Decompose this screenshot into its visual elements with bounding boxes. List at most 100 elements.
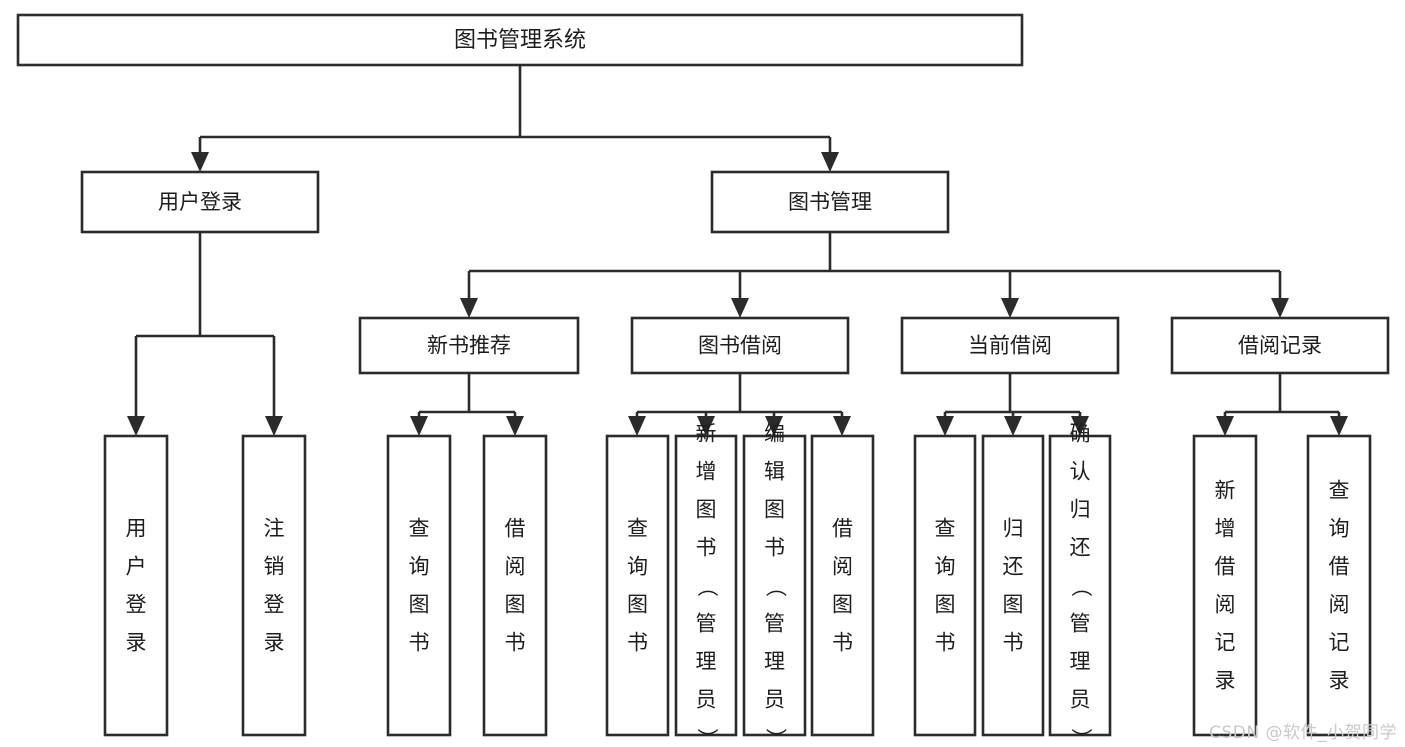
node-box (1306, 434, 1372, 737)
node-label-char: 记 (1329, 631, 1350, 655)
node-label-char: 询 (935, 555, 956, 579)
node-current-borrow[interactable]: 当前借阅 (900, 316, 1120, 375)
arrow-head-icon (628, 416, 646, 436)
node-label-char: 辑 (764, 460, 785, 484)
node-label-char: 书 (764, 536, 785, 560)
node-label-char: 注 (264, 517, 285, 541)
node-borrow-record[interactable]: 借阅记录 (1170, 316, 1390, 375)
node-box (710, 170, 950, 234)
node-label-char: 增 (696, 460, 717, 484)
arrow-head-icon (1001, 298, 1019, 318)
node-label-char: 书 (832, 631, 853, 655)
node-new-book-recommend[interactable]: 新书推荐 (358, 316, 580, 375)
node-box (1192, 434, 1258, 737)
node-label-char: （ (764, 576, 788, 597)
node-label-char: 查 (1329, 479, 1350, 503)
node-box (605, 434, 670, 737)
node-label-char: 还 (1070, 536, 1091, 560)
node-book-borrow[interactable]: 图书借阅 (630, 316, 850, 375)
node-label-char: 图 (935, 593, 956, 617)
node-label-char: 新 (696, 422, 717, 446)
node-label-char: 图 (627, 593, 648, 617)
node-label-char: 阅 (1329, 593, 1350, 617)
node-label-char: 阅 (505, 555, 526, 579)
node-label-char: 借 (832, 517, 853, 541)
arrow-head-icon (936, 416, 954, 436)
arrow-head-icon (191, 152, 209, 172)
arrow-head-icon (1071, 416, 1089, 436)
node-user-login[interactable]: 用户登录 (80, 170, 320, 234)
node-label-char: ） (1069, 728, 1093, 747)
node-box (742, 434, 807, 737)
node-label-char: 新 (1215, 479, 1236, 503)
arrow-head-icon (821, 152, 839, 172)
node-label-char: 询 (627, 555, 648, 579)
arrow-head-icon (765, 416, 783, 436)
node-label-char: 录 (264, 631, 285, 655)
node-label-char: 书 (627, 631, 648, 655)
node-label-char: 书 (935, 631, 956, 655)
node-book-manage[interactable]: 图书管理 (710, 170, 950, 234)
node-label-char: 书 (696, 536, 717, 560)
node-box (241, 434, 307, 737)
node-label-char: （ (1069, 576, 1093, 597)
node-label-char: 查 (409, 517, 430, 541)
node-label-char: 图 (409, 593, 430, 617)
node-label-char: 录 (1215, 669, 1236, 693)
node-label-char: 图 (764, 498, 785, 522)
node-leaf-user-login[interactable]: 用户登录 (103, 434, 169, 737)
node-box (630, 316, 850, 375)
node-box (913, 434, 977, 737)
node-label-char: 管 (764, 612, 785, 636)
node-label-char: 员 (1070, 688, 1091, 712)
node-label-char: 归 (1003, 517, 1024, 541)
node-label-char: 编 (764, 422, 785, 446)
node-label-char: 借 (1215, 555, 1236, 579)
node-label-char: 登 (126, 593, 147, 617)
node-label: 新书推荐 (427, 334, 511, 358)
arrow-head-icon (460, 298, 478, 318)
node-label-char: 销 (264, 555, 285, 579)
node-label-char: 增 (1215, 517, 1236, 541)
node-label-char: ） (764, 728, 788, 747)
node-label-char: 询 (1329, 517, 1350, 541)
node-label: 用户登录 (158, 190, 242, 214)
node-box (358, 316, 580, 375)
arrow-head-icon (1004, 416, 1022, 436)
node-label-char: 图 (696, 498, 717, 522)
arrow-head-icon (127, 416, 145, 436)
node-label-char: 管 (696, 612, 717, 636)
node-label-char: 书 (1003, 631, 1024, 655)
node-box (1048, 434, 1112, 737)
arrow-head-icon (697, 416, 715, 436)
node-box (1170, 316, 1390, 375)
node-box (674, 434, 738, 737)
node-root-root[interactable]: 图书管理系统 (16, 13, 1024, 67)
node-label-char: 阅 (1215, 593, 1236, 617)
node-label-char: 图 (505, 593, 526, 617)
node-label: 图书管理 (788, 190, 872, 214)
node-label-char: 确 (1070, 422, 1091, 446)
node-box (386, 434, 452, 737)
node-box (80, 170, 320, 234)
node-label-char: 查 (935, 517, 956, 541)
node-label-char: 图 (1003, 593, 1024, 617)
node-label-char: 理 (696, 650, 717, 674)
node-label-char: 登 (264, 593, 285, 617)
node-box (981, 434, 1045, 737)
arrow-head-icon (410, 416, 428, 436)
node-label-char: 归 (1070, 498, 1091, 522)
